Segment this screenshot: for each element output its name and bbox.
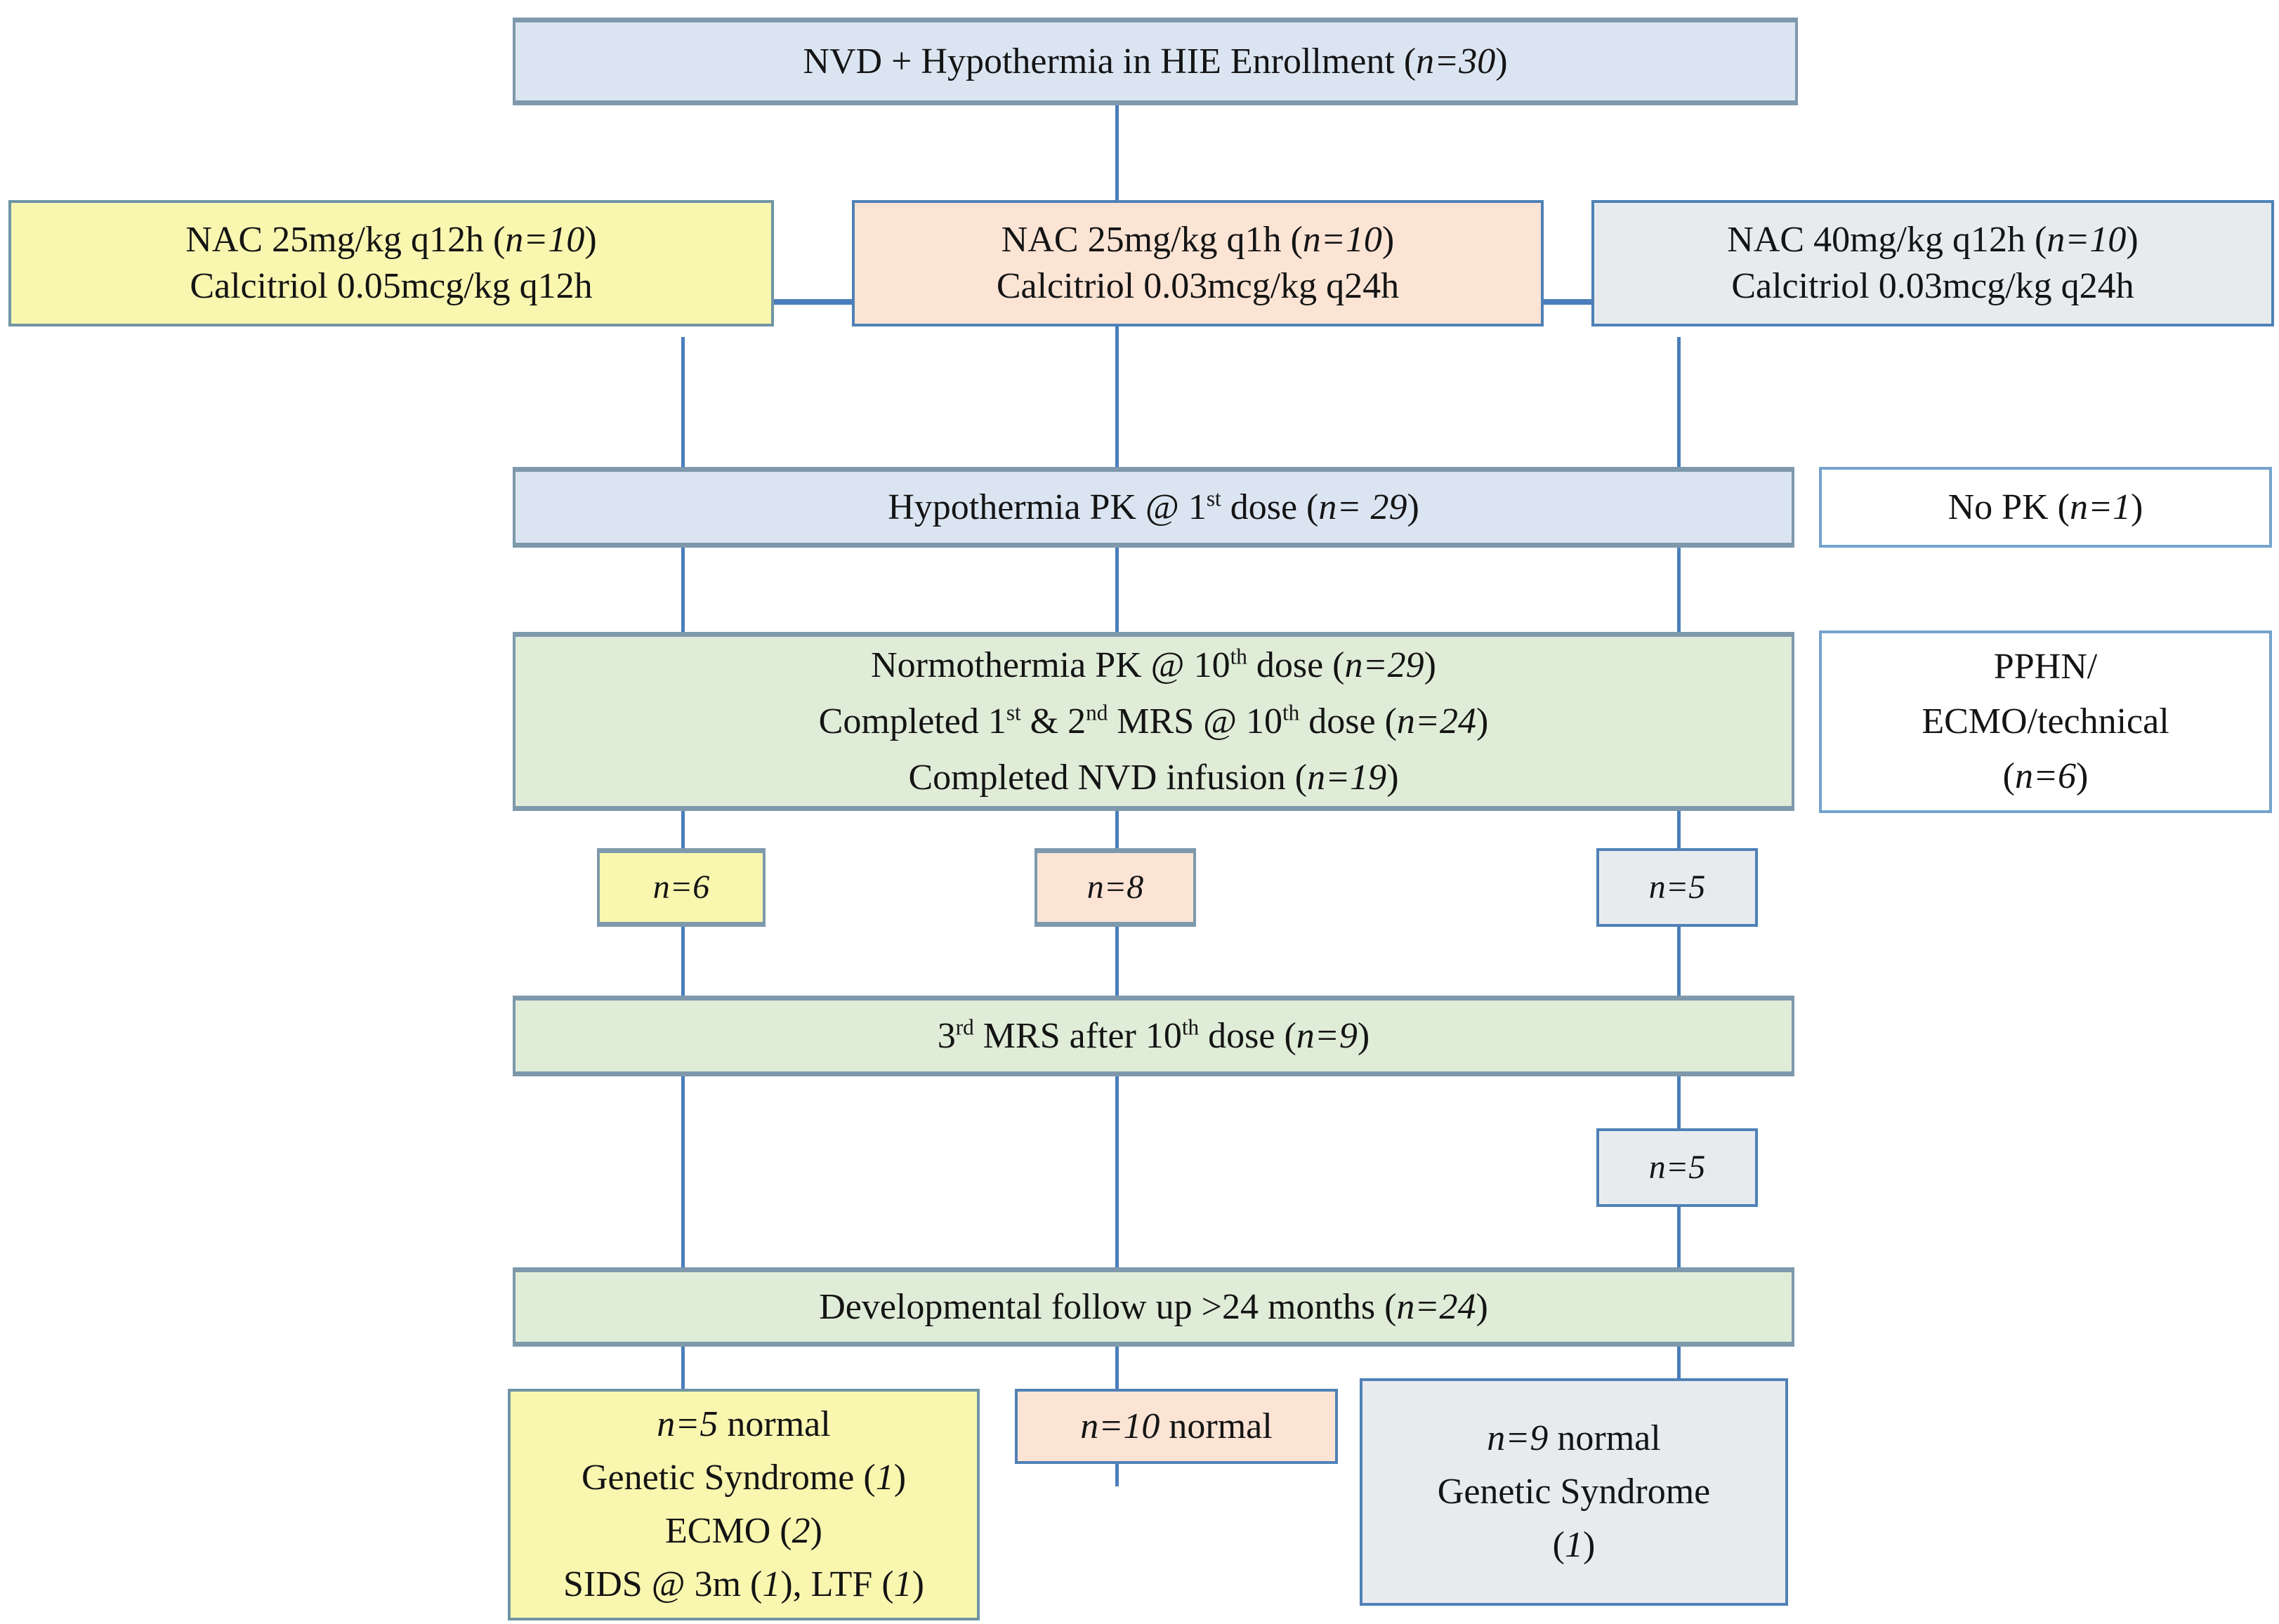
n5-upper-text: n=5 bbox=[1648, 869, 1706, 906]
n8-text: n=8 bbox=[1086, 869, 1144, 906]
mrs3-text: 3rd MRS after 10th dose (n=9) bbox=[937, 1015, 1370, 1056]
box-enrollment: NVD + Hypothermia in HIE Enrollment (n=3… bbox=[513, 18, 1798, 105]
arm-left-line1: NAC 25mg/kg q12h (n=10) bbox=[185, 220, 597, 260]
connector-pk-to-normothermia-left bbox=[681, 548, 685, 632]
outcome-right-line2: Genetic Syndrome bbox=[1437, 1472, 1711, 1512]
box-normothermia: Normothermia PK @ 10th dose (n=29) Compl… bbox=[513, 632, 1794, 811]
box-hypothermia-pk: Hypothermia PK @ 1st dose (n= 29) bbox=[513, 467, 1794, 548]
outcome-left-line4: SIDS @ 3m (1), LTF (1) bbox=[563, 1564, 924, 1604]
connector-followup-to-outcome-left bbox=[681, 1347, 685, 1389]
followup-text: Developmental follow up >24 months (n=24… bbox=[819, 1286, 1488, 1327]
connector-n6-to-mrs3 bbox=[681, 927, 685, 996]
connector-n8-to-mrs3 bbox=[1115, 927, 1119, 996]
connector-pk-to-normothermia-right bbox=[1677, 548, 1681, 632]
box-arm-mid: NAC 25mg/kg q1h (n=10) Calcitriol 0.03mc… bbox=[852, 200, 1544, 326]
arm-right-line2: Calcitriol 0.03mcg/kg q24h bbox=[1731, 266, 2134, 306]
connector-normothermia-to-n8 bbox=[1115, 811, 1119, 850]
n6-text: n=6 bbox=[652, 869, 710, 906]
box-arm-right: NAC 40mg/kg q12h (n=10) Calcitriol 0.03m… bbox=[1591, 200, 2274, 326]
connector-followup-to-outcome-right bbox=[1677, 1347, 1681, 1378]
outcome-left-line1: n=5 normal bbox=[657, 1404, 831, 1444]
connector-mrs3-to-followup-left bbox=[681, 1076, 685, 1267]
box-n5-lower: n=5 bbox=[1596, 1128, 1758, 1207]
normothermia-line2: Completed 1st & 2nd MRS @ 10th dose (n=2… bbox=[818, 700, 1489, 741]
pphn-line1: PPHN/ bbox=[1993, 647, 2098, 687]
connector-pk-to-normothermia-mid bbox=[1115, 548, 1119, 632]
enrollment-text: NVD + Hypothermia in HIE Enrollment (n=3… bbox=[803, 41, 1508, 81]
arm-mid-line1: NAC 25mg/kg q1h (n=10) bbox=[1001, 220, 1395, 260]
connector-normothermia-to-n5a bbox=[1677, 811, 1681, 850]
box-outcome-mid: n=10 normal bbox=[1015, 1389, 1338, 1464]
connector-n5b-to-followup bbox=[1677, 1207, 1681, 1267]
connector-n5a-to-mrs3 bbox=[1677, 927, 1681, 996]
outcome-left-line3: ECMO (2) bbox=[665, 1511, 822, 1551]
box-outcome-right: n=9 normal Genetic Syndrome (1) bbox=[1360, 1378, 1788, 1606]
normothermia-line3: Completed NVD infusion (n=19) bbox=[908, 757, 1399, 798]
outcome-left-line2: Genetic Syndrome (1) bbox=[581, 1458, 907, 1498]
box-n8: n=8 bbox=[1035, 848, 1196, 927]
pphn-line3: (n=6) bbox=[2002, 756, 2089, 796]
arm-right-line1: NAC 40mg/kg q12h (n=10) bbox=[1727, 220, 2139, 260]
box-followup: Developmental follow up >24 months (n=24… bbox=[513, 1267, 1794, 1347]
box-n6: n=6 bbox=[597, 848, 766, 927]
connector-followup-to-outcome-mid bbox=[1115, 1347, 1119, 1389]
outcome-right-line1: n=9 normal bbox=[1487, 1418, 1661, 1458]
connector-mrs3-to-followup-mid bbox=[1115, 1076, 1119, 1267]
box-n5-upper: n=5 bbox=[1596, 848, 1758, 927]
arm-left-line2: Calcitriol 0.05mcg/kg q12h bbox=[190, 266, 593, 306]
box-pphn: PPHN/ ECMO/technical (n=6) bbox=[1819, 631, 2272, 813]
box-no-pk: No PK (n=1) bbox=[1819, 467, 2272, 548]
connector-armmid-to-armright bbox=[1541, 299, 1596, 305]
normothermia-line1: Normothermia PK @ 10th dose (n=29) bbox=[871, 644, 1436, 685]
box-outcome-left: n=5 normal Genetic Syndrome (1) ECMO (2)… bbox=[508, 1389, 980, 1620]
n5-lower-text: n=5 bbox=[1648, 1149, 1706, 1186]
connector-normothermia-to-n6 bbox=[681, 811, 685, 850]
connector-outcome-mid-stub bbox=[1115, 1464, 1119, 1486]
no-pk-text: No PK (n=1) bbox=[1948, 487, 2143, 527]
pphn-line2: ECMO/technical bbox=[1922, 701, 2169, 741]
connector-mrs3-to-n5b bbox=[1677, 1076, 1681, 1128]
box-mrs3: 3rd MRS after 10th dose (n=9) bbox=[513, 996, 1794, 1076]
connector-armleft-to-armmid bbox=[771, 299, 855, 305]
connector-armmid-down bbox=[1115, 326, 1119, 467]
arm-mid-line2: Calcitriol 0.03mcg/kg q24h bbox=[996, 266, 1400, 306]
box-arm-left: NAC 25mg/kg q12h (n=10) Calcitriol 0.05m… bbox=[8, 200, 774, 326]
outcome-mid-text: n=10 normal bbox=[1080, 1406, 1273, 1446]
outcome-right-line3: (1) bbox=[1552, 1525, 1596, 1565]
connector-armleft-down bbox=[681, 337, 685, 467]
connector-enrollment-to-arms bbox=[1115, 105, 1119, 202]
hypothermia-pk-text: Hypothermia PK @ 1st dose (n= 29) bbox=[888, 486, 1419, 527]
connector-armright-down bbox=[1677, 337, 1681, 467]
